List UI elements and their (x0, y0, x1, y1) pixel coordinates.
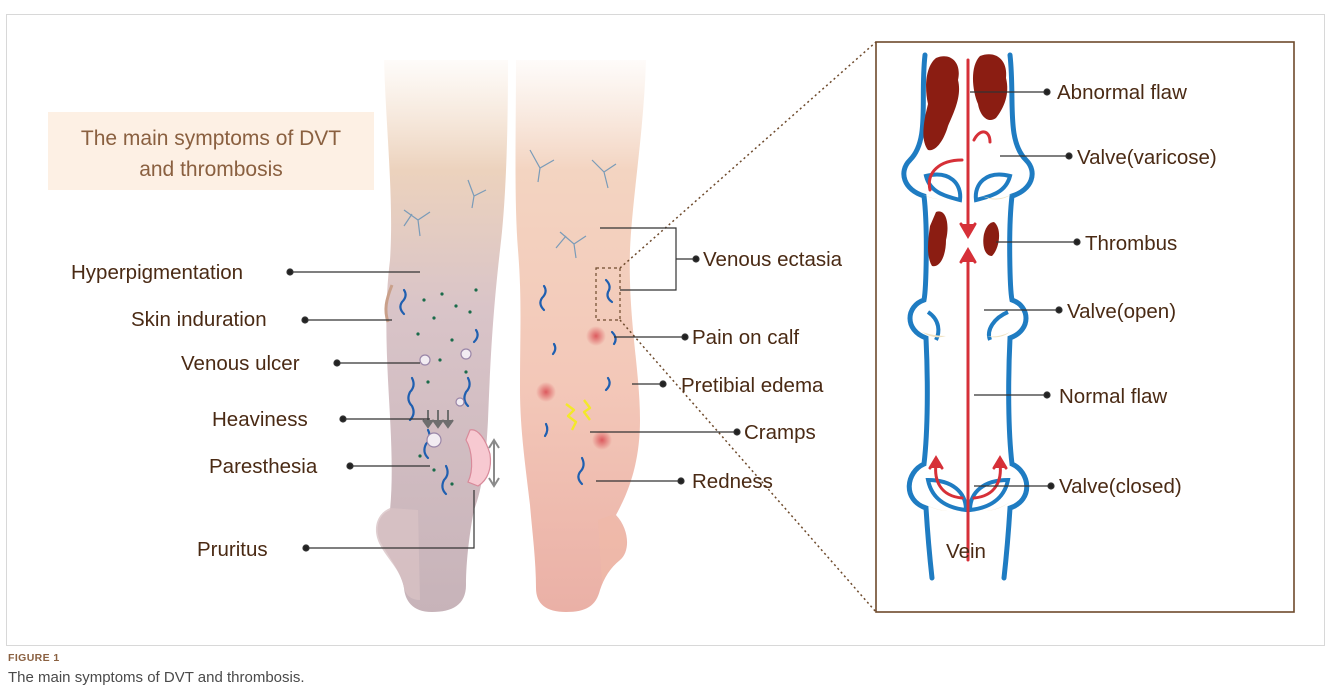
scratching-hand-icon (466, 430, 499, 486)
label-heaviness: Heaviness (212, 408, 308, 431)
label-venous-ectasia: Venous ectasia (703, 248, 843, 271)
label-valve-varicose: Valve(varicose) (1077, 146, 1217, 169)
label-pruritus: Pruritus (197, 538, 268, 561)
label-vein: Vein (946, 540, 986, 563)
label-normal-flaw: Normal flaw (1059, 385, 1167, 408)
label-valve-open: Valve(open) (1067, 300, 1176, 323)
label-hyperpigmentation: Hyperpigmentation (71, 261, 243, 284)
title-line-2: and thrombosis (139, 158, 283, 181)
label-skin-induration: Skin induration (131, 308, 267, 331)
label-venous-ulcer: Venous ulcer (181, 352, 300, 375)
title-box: The main symptoms of DVT and thrombosis (48, 112, 374, 190)
left-labels: Hyperpigmentation Skin induration Venous… (71, 261, 318, 561)
dvt-diagram: The main symptoms of DVT and thrombosis (0, 0, 1331, 650)
label-valve-closed: Valve(closed) (1059, 475, 1182, 498)
left-leg (376, 60, 508, 612)
ulcer-3 (456, 398, 464, 406)
label-pain-on-calf: Pain on calf (692, 326, 799, 349)
ulcer-1 (420, 355, 430, 365)
label-cramps: Cramps (744, 421, 816, 444)
vein-inset: Abnormal flaw Valve(varicose) Thrombus V… (876, 42, 1294, 612)
left-foot (376, 508, 420, 600)
figure-label: FIGURE 1 (8, 652, 60, 664)
label-redness: Redness (692, 470, 773, 493)
ulcer-4 (427, 433, 441, 447)
label-pretibial-edema: Pretibial edema (681, 374, 824, 397)
figure-caption: The main symptoms of DVT and thrombosis. (8, 669, 305, 686)
right-leg (516, 60, 647, 612)
label-thrombus: Thrombus (1085, 232, 1177, 255)
title-line-1: The main symptoms of DVT (81, 127, 341, 150)
right-leg-body (516, 60, 647, 612)
label-abnormal-flaw: Abnormal flaw (1057, 81, 1187, 104)
middle-labels: Venous ectasia Pain on calf Pretibial ed… (681, 248, 843, 493)
ulcer-2 (461, 349, 471, 359)
label-paresthesia: Paresthesia (209, 455, 318, 478)
